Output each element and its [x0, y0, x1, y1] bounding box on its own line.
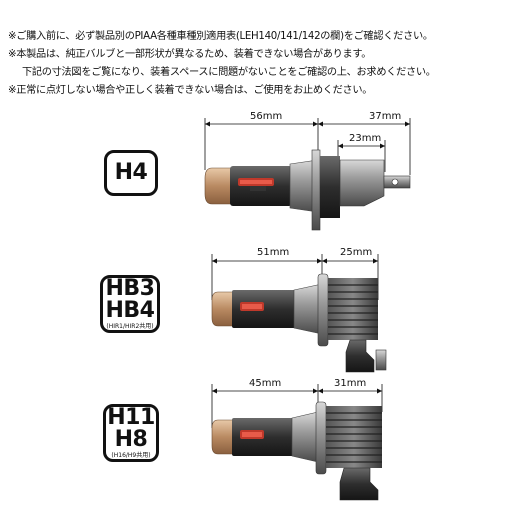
hb-length-label: 51mm — [257, 247, 290, 258]
h11-dimension-arrows — [212, 388, 382, 394]
badge-h4: H4 — [104, 150, 158, 196]
h11-base-label: 31mm — [334, 378, 367, 389]
badge-h11-sub: (H16/H9共用) — [111, 451, 151, 459]
badge-h4-label: H4 — [114, 160, 148, 185]
note-dimension-check: 下記の寸法図をご覧になり、装着スペースに問題がないことをご確認の上、お求めくださ… — [22, 67, 436, 78]
badge-hb3-hb4: HB3 HB4 (HIR1/HIR2共用) — [100, 275, 160, 333]
note-compatibility: ※ご購入前に、必ず製品別のPIAA各種車種別適用表(LEH140/141/142… — [8, 31, 433, 42]
h11-length-label: 45mm — [249, 378, 282, 389]
hb-dimension-arrows — [212, 258, 378, 264]
h4-socket-label: 23mm — [349, 133, 382, 144]
h4-base-label: 37mm — [369, 111, 402, 122]
hb-base-label: 25mm — [340, 247, 373, 258]
h11-bulb — [211, 401, 382, 501]
h4-bulb — [204, 149, 411, 231]
hb-dimension-lines — [211, 254, 379, 300]
badge-h8-label: H8 — [114, 426, 148, 452]
h4-length-label: 56mm — [250, 111, 283, 122]
badge-h11-h8: H11 H8 (H16/H9共用) — [103, 404, 159, 462]
badge-hb-sub: (HIR1/HIR2共用) — [106, 322, 154, 330]
badge-hb3-label: HB3 — [105, 275, 156, 301]
hb-bulb — [211, 273, 387, 373]
h4-dimension-lines — [204, 118, 411, 175]
note-shape-difference: ※本製品は、純正バルブと一部形状が異なるため、装着できない場合があります。 — [8, 49, 372, 60]
badge-hb4-label: HB4 — [105, 297, 156, 323]
badge-h11-label: H11 — [107, 404, 155, 430]
note-stop-use: ※正常に点灯しない場合や正しく装着できない場合は、ご使用をお止めください。 — [8, 85, 373, 96]
h4-dimension-arrows — [205, 121, 410, 149]
